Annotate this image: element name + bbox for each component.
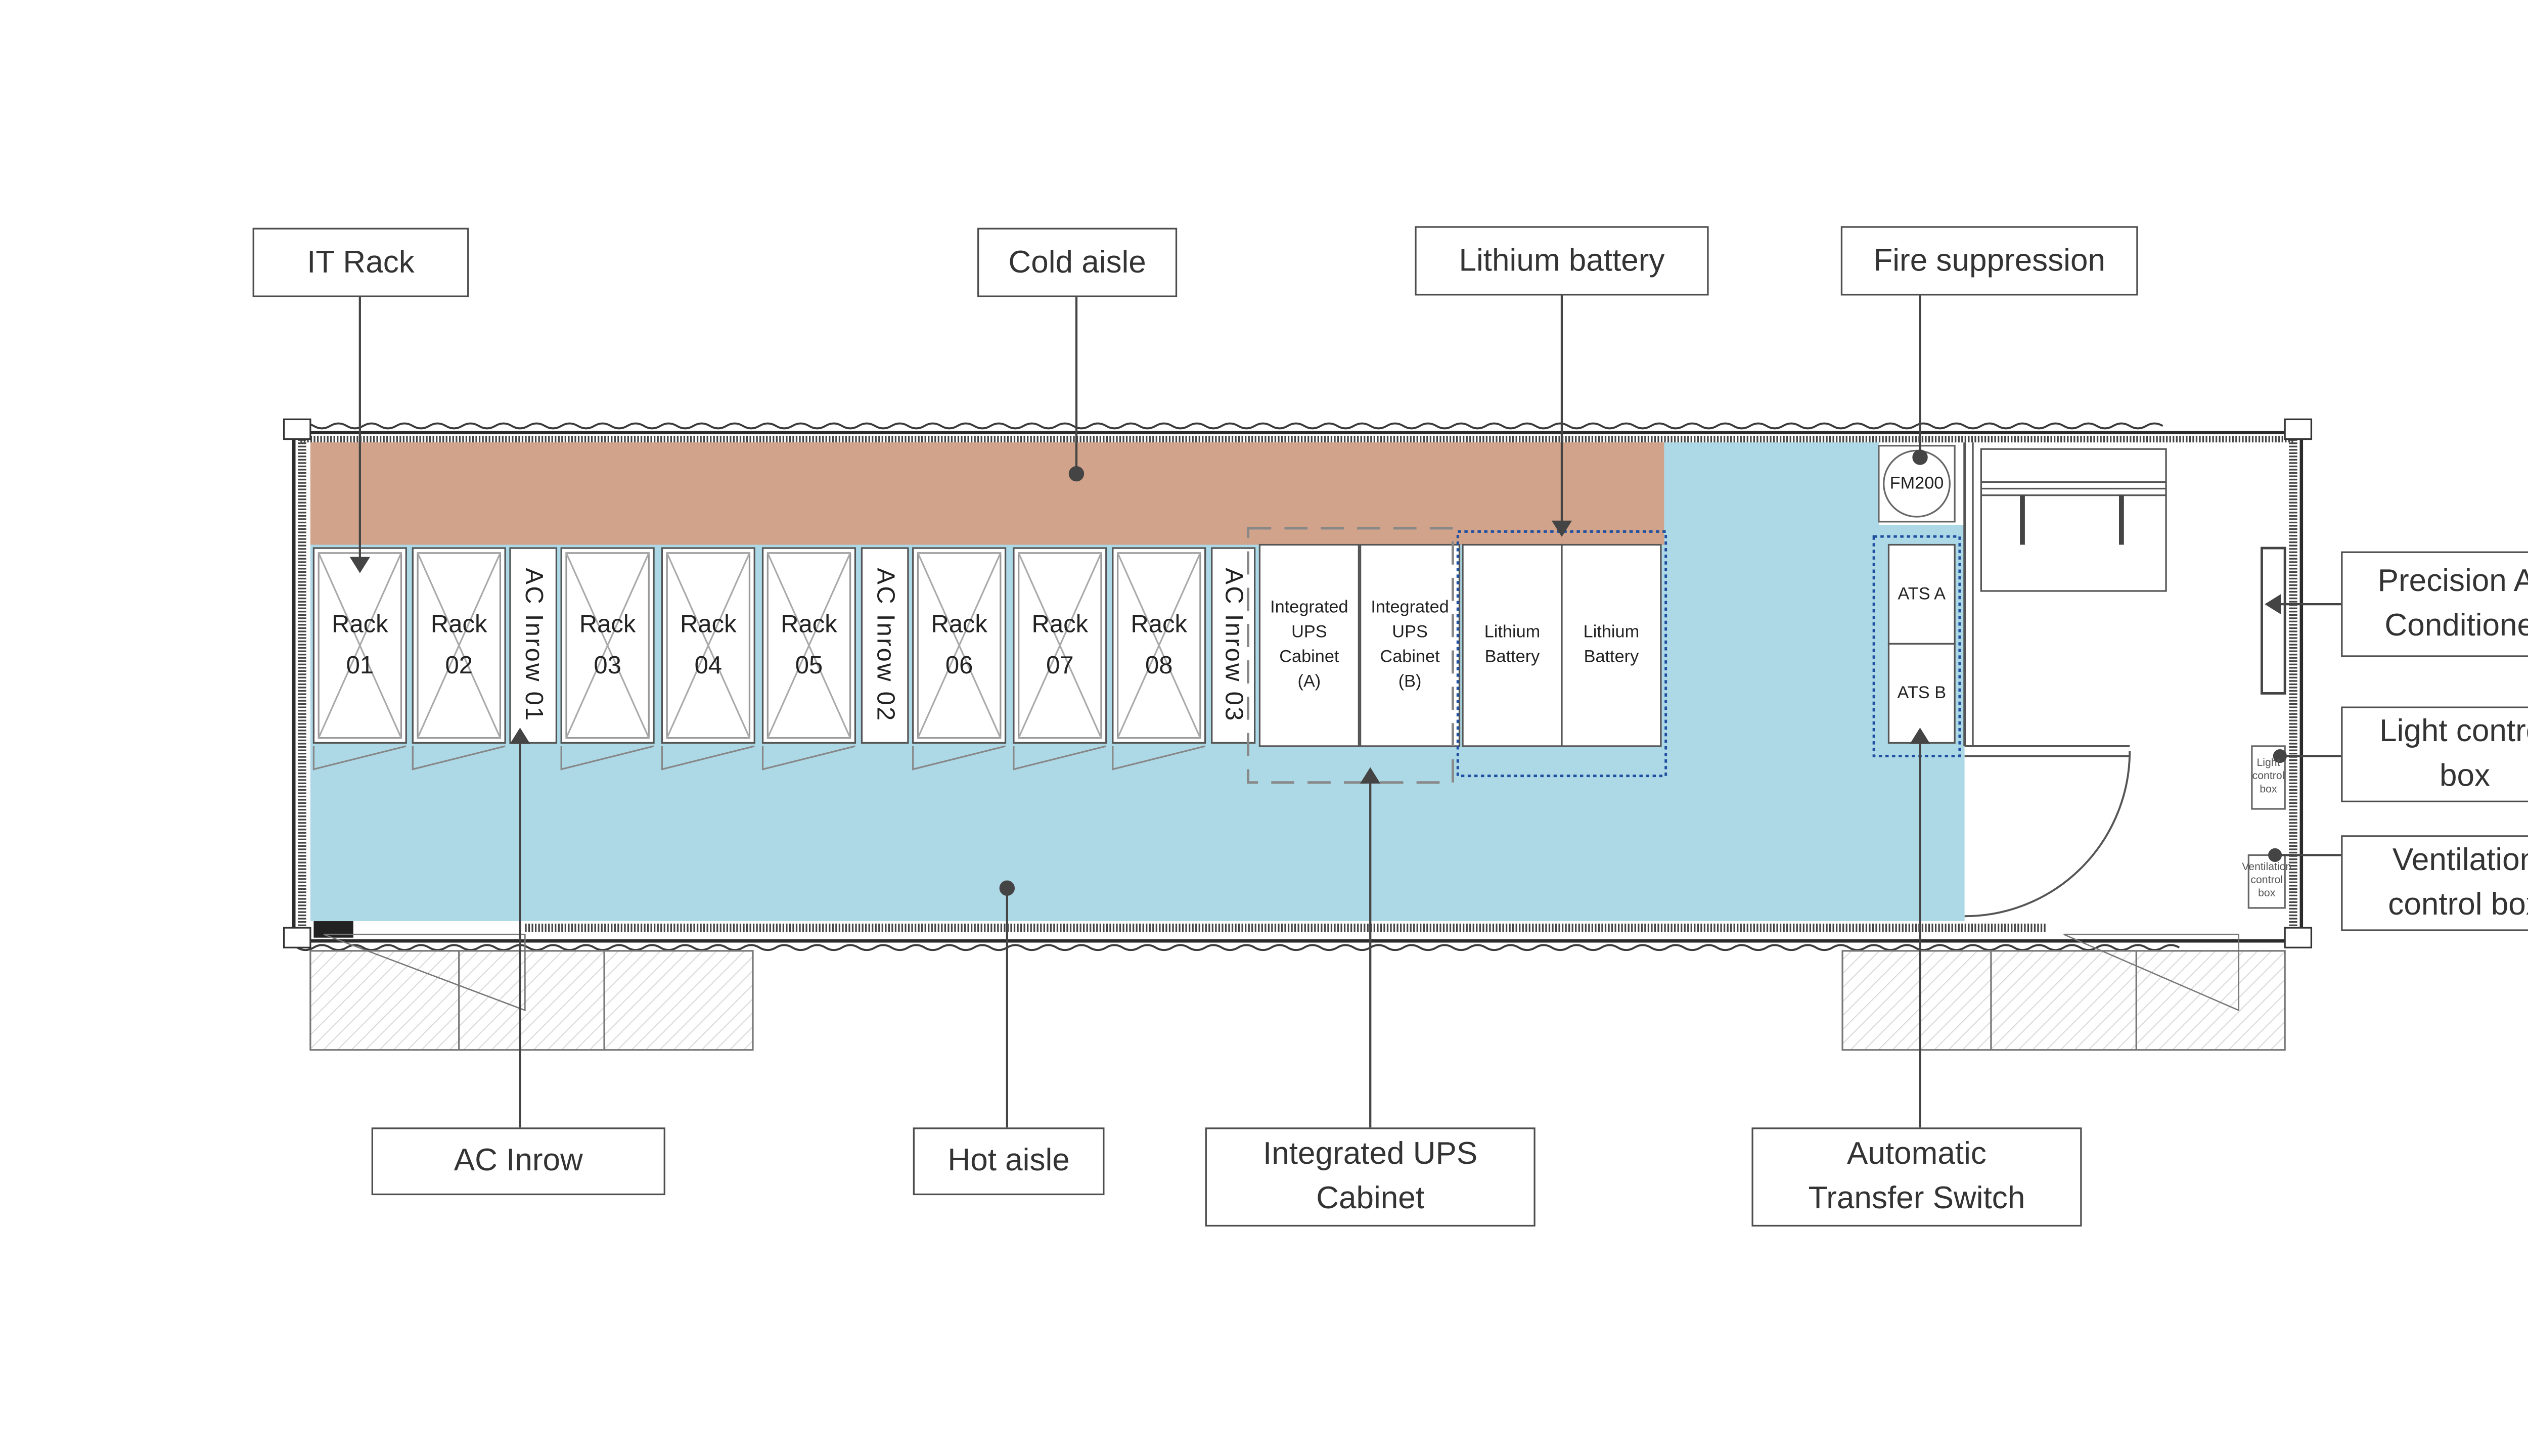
rack-01 [312,547,407,744]
callout-cold-aisle: Cold aisle [977,228,1178,297]
ventilation-control-box-label: Ventilation control box [2242,861,2292,900]
rack-01-label: Rack 01 [332,611,388,680]
rack-04-label: Rack 04 [680,611,737,680]
lithium-battery-1-label: Lithium Battery [1484,622,1541,667]
callout-ats: Automatic Transfer Switch [1751,1127,2082,1227]
rack-row [312,547,1256,744]
rack-06-label: Rack 06 [931,611,987,680]
ats-outline [1872,535,1961,757]
ac-inrow-01-label: AC Inrow 01 [519,568,548,723]
ac-inrow-01-unit [509,547,558,744]
callout-fire-suppression: Fire suppression [1840,226,2138,296]
rack-doors [312,745,1206,770]
callout-integrated-ups: Integrated UPS Cabinet [1205,1127,1536,1227]
rack-02 [412,547,506,744]
fm200-label: FM200 [1889,473,1944,493]
rack-04 [661,547,755,744]
rack-08 [1112,547,1206,744]
lithium-battery-2 [1561,543,1662,747]
rack-03-label: Rack 03 [579,611,636,680]
corrugated-top-wall [296,422,2163,430]
callout-precision-ac: Precision Air Conditioner [2341,551,2528,657]
rack-06 [912,547,1007,744]
rack-08-label: Rack 08 [1131,611,1188,680]
rack-05-label: Rack 05 [781,611,837,680]
ats-a-unit [1887,543,1956,645]
entrance-steps-left [309,933,754,1051]
corrugated-bottom-wall [296,944,2180,951]
ac-inrow-02-label: AC Inrow 02 [871,568,899,723]
ups-cabinet-b-label: Integrated UPS Cabinet (B) [1371,598,1449,692]
lithium-battery-outline [1456,530,1667,778]
callout-lithium-battery: Lithium battery [1415,226,1709,296]
callout-it-rack: IT Rack [252,228,469,297]
ventilation-control-box [2247,854,2286,909]
ats-b-unit [1887,643,1956,744]
callout-ventilation-control-box: Ventilation control box [2341,835,2528,931]
callout-ac-inrow: AC Inrow [371,1127,665,1196]
ups-cabinet-b [1359,543,1461,747]
ats-a-label: ATS A [1898,583,1946,604]
callout-light-control-box: Light control box [2341,706,2528,802]
cold-aisle-area [310,442,1664,545]
ac-inrow-03-label: AC Inrow 03 [1219,568,1247,723]
ac-inrow-02-unit [861,547,909,744]
ups-dashed-outline [1247,527,1454,784]
container-outline [292,431,2304,943]
entrance-steps-right [1841,933,2286,1051]
ats-b-label: ATS B [1897,682,1947,703]
light-control-box-label: Light control box [2252,757,2285,796]
lithium-battery-1 [1462,543,1563,747]
ups-cabinet-a-label: Integrated UPS Cabinet (A) [1270,598,1348,692]
callout-hot-aisle: Hot aisle [913,1127,1105,1196]
rack-05 [761,547,856,744]
lithium-battery-2-label: Lithium Battery [1583,622,1640,667]
rack-07-label: Rack 07 [1031,611,1089,680]
rack-03 [560,547,655,744]
interior-door [1964,745,2131,918]
rack-07 [1013,547,1107,744]
leader-lines [349,295,2341,1128]
ups-cabinet-a [1258,543,1360,747]
precision-ac-unit [1980,448,2286,695]
rack-02-label: Rack 02 [430,611,487,680]
